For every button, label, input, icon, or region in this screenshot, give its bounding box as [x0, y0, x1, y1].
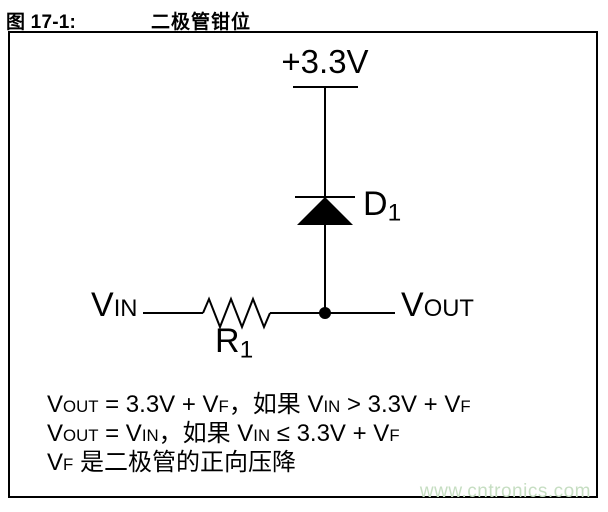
text-run: F: [460, 397, 471, 416]
text-run: ≤ 3.3V + V: [270, 420, 390, 447]
note-line-2: VOUT = VIN，如果 VIN ≤ 3.3V + VF: [47, 419, 471, 448]
text-run: V: [47, 449, 64, 476]
equation-notes: VOUT = 3.3V + VF，如果 VIN > 3.3V + VF VOUT…: [47, 390, 471, 477]
figure-title: 二极管钳位: [151, 12, 252, 33]
text-run: 是二极管的正向压降: [73, 449, 296, 476]
text-run: > 3.3V + V: [340, 391, 461, 418]
text-run: V: [47, 420, 64, 447]
note-line-3: VF 是二极管的正向压降: [47, 448, 471, 477]
diode-triangle: [297, 197, 353, 225]
figure-frame: +3.3V D1 VIN VOUT R1 VOUT = 3.3V + VF，如果…: [8, 31, 598, 502]
text-run: F: [389, 426, 400, 445]
text-run: IN: [113, 295, 138, 322]
text-run: 1: [387, 199, 402, 227]
text-run: R: [215, 322, 240, 360]
text-run: V: [401, 286, 424, 324]
text-run: IN: [253, 426, 271, 445]
text-run: = V: [98, 420, 142, 447]
text-run: V: [91, 286, 114, 324]
figure-label: 图 17-1:: [6, 12, 77, 33]
text-run: OUT: [423, 295, 474, 322]
text-run: IN: [141, 426, 159, 445]
vin-label: VIN: [91, 286, 138, 324]
text-run: OUT: [63, 397, 99, 416]
circuit-schematic: [143, 86, 395, 330]
text-run: IN: [323, 397, 341, 416]
text-run: = 3.3V + V: [98, 391, 219, 418]
note-line-1: VOUT = 3.3V + VF，如果 VIN > 3.3V + VF: [47, 390, 471, 419]
diode-ref-label: D1: [363, 185, 402, 227]
text-run: F: [218, 397, 229, 416]
watermark: www.cntronics.com: [419, 481, 591, 502]
vout-label: VOUT: [401, 286, 474, 324]
text-run: ，如果 V: [158, 420, 254, 447]
junction-dot: [319, 307, 331, 319]
text-run: V: [47, 391, 64, 418]
text-run: ，如果 V: [228, 391, 324, 418]
resistor-zigzag: [202, 296, 271, 330]
text-run: OUT: [63, 426, 99, 445]
resistor-ref-label: R1: [215, 322, 254, 364]
text-run: F: [63, 455, 74, 474]
text-run: D: [363, 185, 388, 223]
text-run: 1: [239, 336, 254, 364]
supply-voltage-label: +3.3V: [281, 43, 369, 80]
